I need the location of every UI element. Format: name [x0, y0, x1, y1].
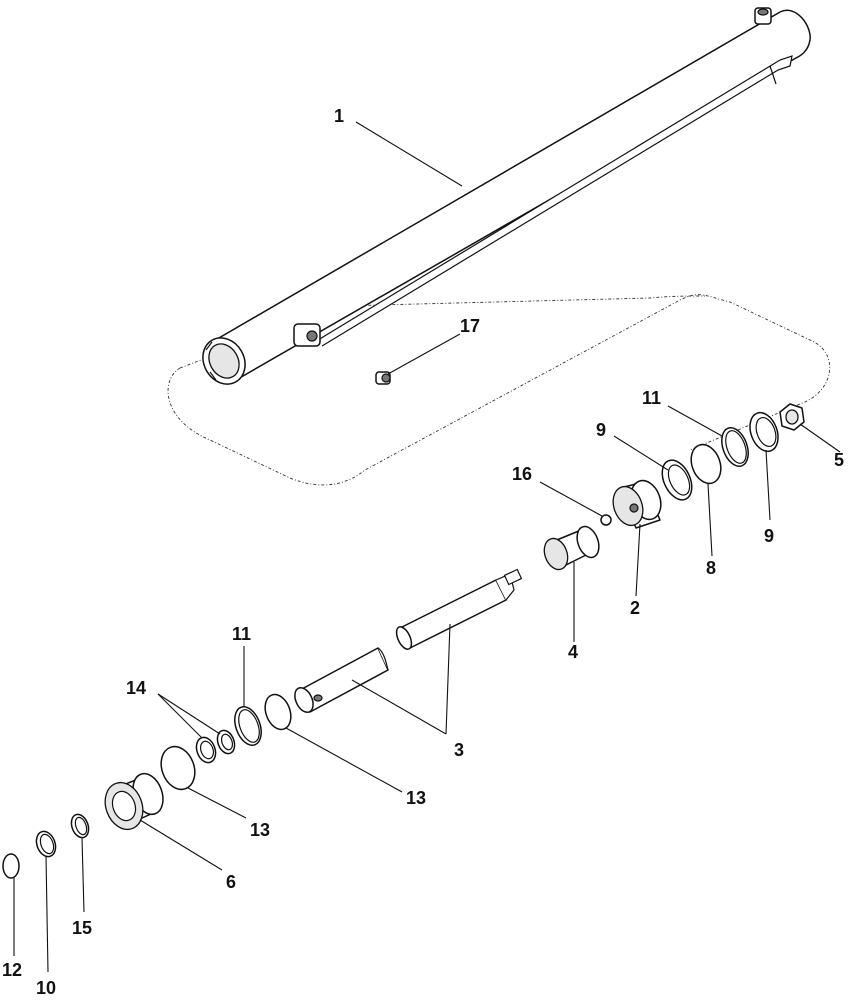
callout-13-upper: 13 [406, 788, 426, 808]
callout-9-right: 9 [764, 526, 774, 546]
callout-11-lower: 11 [232, 624, 251, 644]
ring-11-right [721, 427, 749, 467]
callout-2: 2 [630, 598, 640, 618]
callout-16: 16 [512, 464, 532, 484]
spacer-sleeve-4 [543, 525, 600, 571]
callout-6: 6 [226, 872, 236, 892]
callout-5: 5 [834, 450, 844, 470]
cylinder-barrel [202, 7, 811, 385]
callout-11-upper: 11 [642, 388, 661, 408]
callout-14: 14 [126, 678, 146, 698]
callout-12: 12 [2, 960, 22, 980]
callout-1: 1 [334, 106, 344, 126]
ring-11-left [234, 706, 262, 746]
callout-labels: 1 17 11 5 9 16 9 8 2 4 11 14 3 13 13 6 1… [2, 106, 844, 998]
leader-lines [13, 121, 841, 973]
disc-13-upper [264, 693, 292, 731]
callout-4: 4 [568, 642, 578, 662]
ring-15 [70, 813, 90, 839]
ball-16 [600, 514, 612, 526]
disc-8 [690, 443, 722, 485]
piston-rod-3 [294, 568, 523, 714]
nut-5 [779, 403, 805, 431]
bushing-14 [195, 729, 236, 764]
wiper-10 [35, 830, 57, 858]
piston-2 [612, 479, 662, 529]
callout-10: 10 [36, 978, 56, 998]
disc-13-lower [160, 745, 196, 791]
callout-8: 8 [706, 558, 716, 578]
callout-9-middle: 9 [596, 420, 606, 440]
callout-15: 15 [72, 918, 92, 938]
ring-9-left [661, 459, 693, 501]
callout-13-lower: 13 [250, 820, 270, 840]
disc-12 [2, 853, 20, 879]
callout-3: 3 [454, 740, 464, 760]
fitting-17 [375, 371, 391, 385]
ring-9-right [749, 411, 779, 453]
callout-17: 17 [460, 316, 480, 336]
gland-6 [104, 772, 164, 831]
